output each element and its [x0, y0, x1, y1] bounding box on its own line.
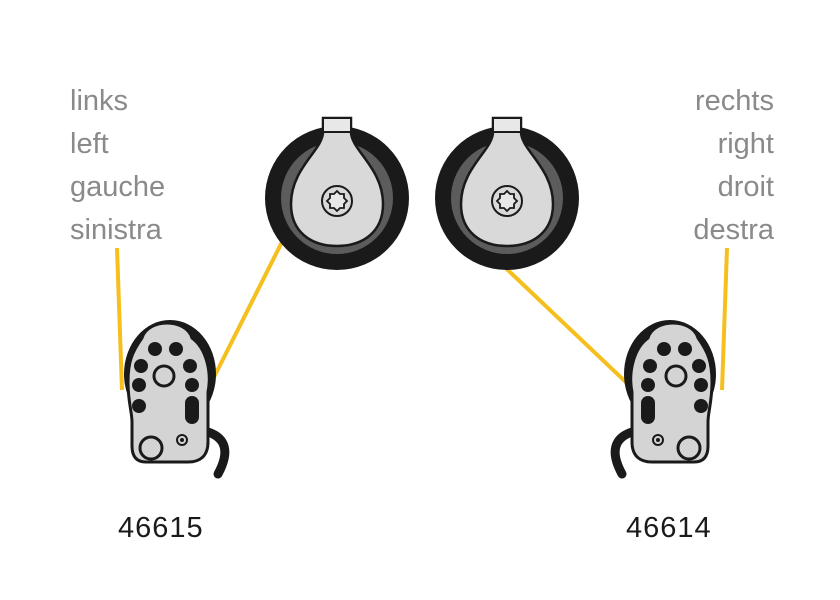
left-sheave-icon: [263, 116, 411, 272]
left-language-labels: links left gauche sinistra: [70, 80, 165, 252]
right-sheave-icon: [433, 116, 581, 272]
label-right: right: [717, 128, 774, 160]
label-gauche: gauche: [70, 171, 166, 203]
left-clutch-icon: [124, 320, 230, 479]
right-clutch-icon: [610, 320, 716, 479]
label-destra: destra: [693, 214, 774, 246]
rope-right: [490, 247, 729, 407]
label-rechts: rechts: [695, 85, 774, 117]
label-sinistra: sinistra: [70, 214, 162, 246]
label-droit: droit: [717, 171, 774, 203]
right-language-labels: rechts right droit destra: [693, 80, 774, 252]
product-code-right: 46614: [626, 512, 712, 544]
label-left: left: [70, 128, 109, 160]
label-links: links: [70, 85, 129, 117]
product-code-left: 46615: [118, 512, 204, 544]
